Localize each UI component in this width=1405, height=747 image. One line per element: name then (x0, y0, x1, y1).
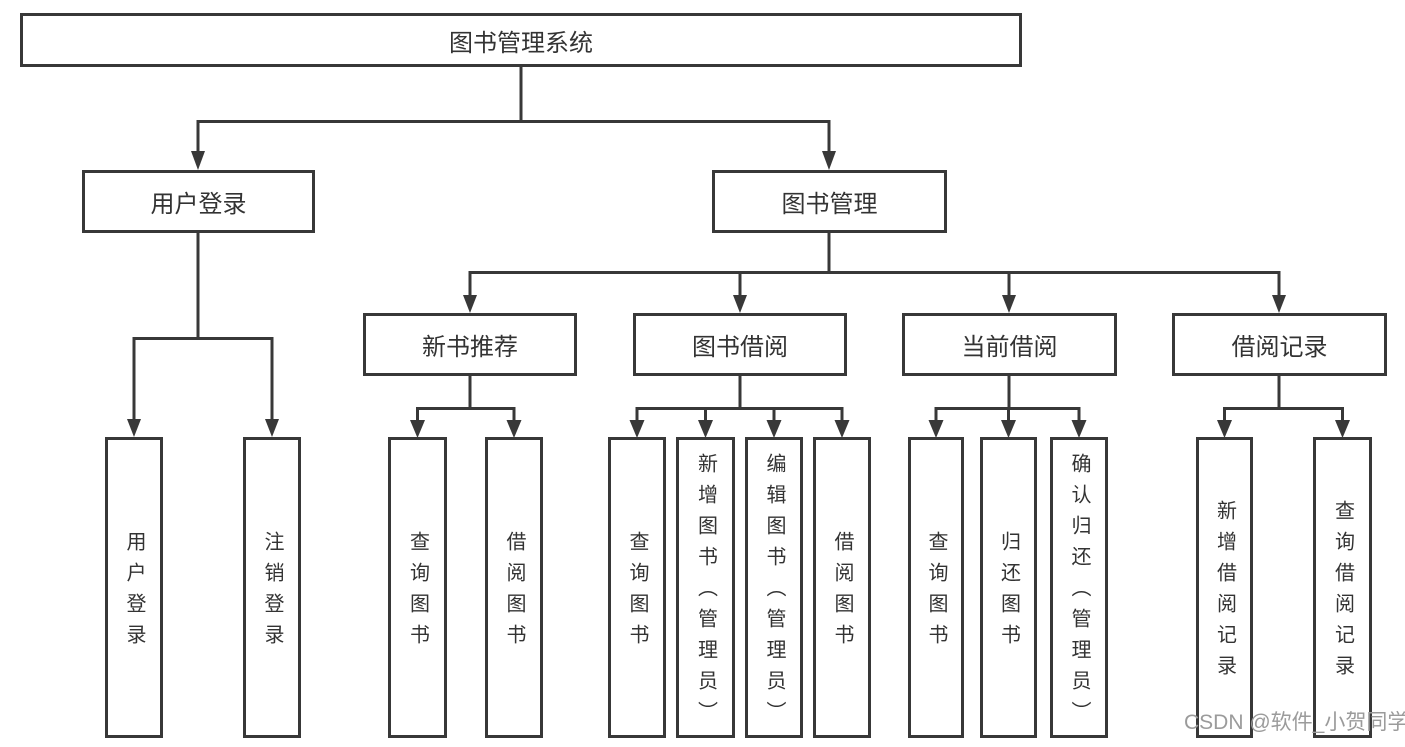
arrowhead (1002, 295, 1016, 313)
leaf-current-query-books: 查询图书 (908, 437, 964, 738)
arrowhead (1217, 420, 1232, 438)
node-current-borrow: 当前借阅 (902, 313, 1117, 376)
arrowhead (265, 419, 279, 437)
arrowhead (822, 151, 836, 170)
leaf-current-confirm-return-admin: 确认归还（管理员） (1050, 437, 1108, 738)
arrowhead (733, 295, 747, 313)
leaf-borrow-add-books-admin: 新增图书（管理员） (676, 437, 735, 738)
leaf-borrow-borrow-books: 借阅图书 (813, 437, 871, 738)
arrowhead (928, 420, 944, 438)
arrowhead (127, 419, 141, 437)
arrowhead (834, 420, 850, 438)
leaf-borrow-edit-books-admin: 编辑图书（管理员） (745, 437, 803, 738)
node-book-borrow: 图书借阅 (633, 313, 847, 376)
leaf-current-return-books: 归还图书 (980, 437, 1037, 738)
leaf-recommend-query-books: 查询图书 (388, 437, 447, 738)
leaf-records-query-record: 查询借阅记录 (1313, 437, 1372, 738)
arrowhead (1071, 420, 1087, 438)
leaf-user-login: 用户登录 (105, 437, 163, 738)
node-user-login: 用户登录 (82, 170, 315, 233)
arrowhead (629, 420, 645, 438)
node-new-book-recommend: 新书推荐 (363, 313, 577, 376)
arrowhead (766, 420, 782, 438)
arrowhead (506, 420, 522, 438)
leaf-records-add-record: 新增借阅记录 (1196, 437, 1253, 738)
node-borrow-records: 借阅记录 (1172, 313, 1387, 376)
arrowhead (410, 420, 425, 438)
node-book-management: 图书管理 (712, 170, 947, 233)
leaf-borrow-query-books: 查询图书 (608, 437, 666, 738)
connector-group (132, 65, 1344, 422)
arrowhead (1335, 420, 1350, 438)
arrowhead (191, 151, 205, 170)
leaf-recommend-borrow-books: 借阅图书 (485, 437, 543, 738)
node-library-system: 图书管理系统 (20, 13, 1022, 67)
arrowhead (698, 420, 713, 438)
leaf-logout: 注销登录 (243, 437, 301, 738)
arrowhead (463, 295, 477, 313)
arrowhead (1272, 295, 1286, 313)
watermark: CSDN @软件_小贺同学 (1184, 711, 1405, 734)
arrowhead-group (127, 151, 1350, 438)
arrowhead (1001, 420, 1016, 438)
